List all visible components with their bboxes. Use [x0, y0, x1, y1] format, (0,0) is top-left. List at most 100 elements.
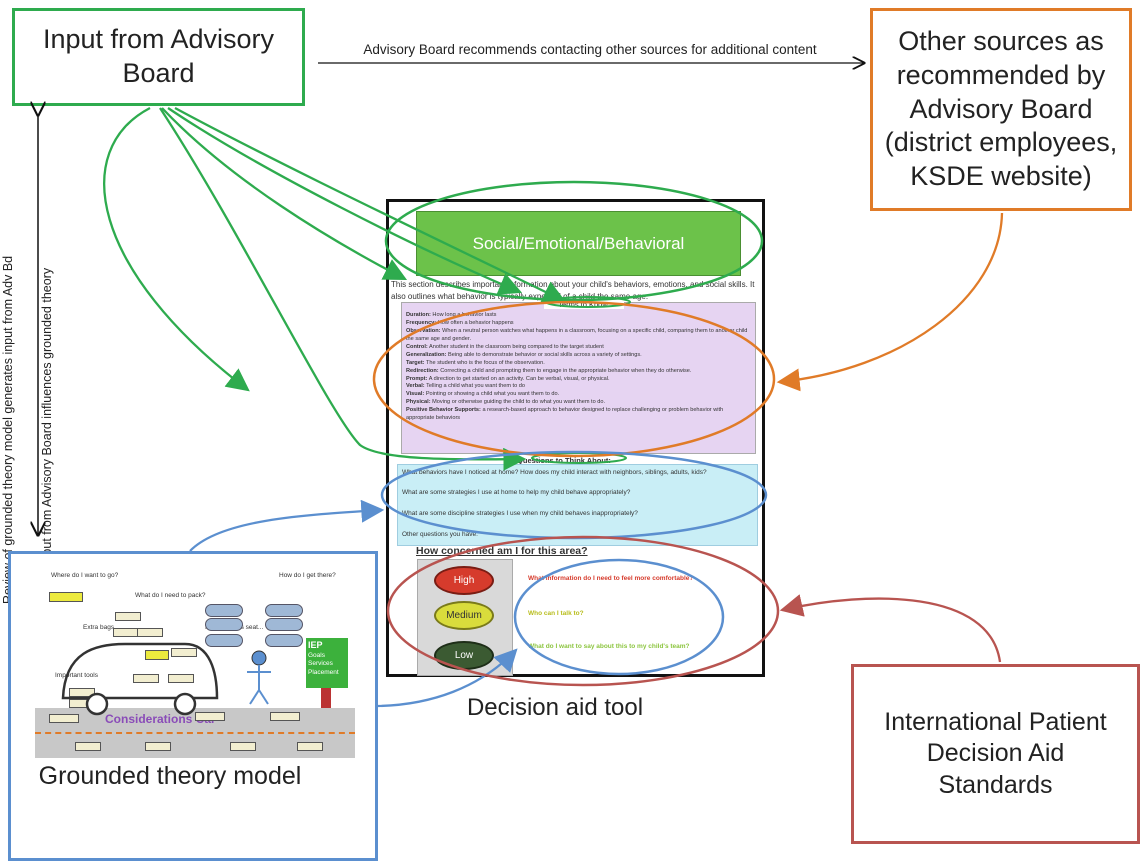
term-definition: The student who is the focus of the obse…: [426, 359, 545, 366]
grounded-theory-picture: Where do I want to go? What do I need to…: [35, 562, 355, 758]
question-item: What behaviors have I noticed at home? H…: [402, 469, 707, 476]
term-item: Control: Another student in the classroo…: [406, 344, 750, 352]
term-item: Redirection: Correcting a child and prom…: [406, 368, 750, 376]
term-name: Visual:: [406, 391, 425, 398]
gt-road-tag: [270, 712, 300, 721]
term-name: Positive Behavior Supports:: [406, 407, 481, 414]
gt-iep-title: IEP: [308, 640, 323, 650]
node-other-sources-label: Other sources as recommended by Advisory…: [884, 26, 1118, 192]
term-definition: When a neutral person watches what happe…: [406, 327, 748, 342]
gt-thought-cloud: [205, 618, 243, 631]
term-definition: Being able to demonstrate behavior or so…: [447, 351, 642, 358]
gt-tag: [133, 674, 159, 683]
term-definition: Pointing or showing a child what you wan…: [425, 391, 560, 398]
gt-what-pack: What do I need to pack?: [135, 592, 206, 599]
term-item: Target: The student who is the focus of …: [406, 360, 750, 368]
term-item: Verbal: Telling a child what you want th…: [406, 383, 750, 391]
term-definition: How often a behavior happens: [437, 319, 514, 326]
gt-tag: [69, 688, 95, 697]
gt-road-tag: [195, 712, 225, 721]
gt-where: Where do I want to go?: [51, 572, 119, 579]
level-medium: Medium: [434, 601, 494, 630]
level-high: High: [434, 566, 494, 595]
gt-road-tag: [230, 742, 256, 751]
gt-yellow-tag: [49, 592, 83, 602]
term-definition: Telling a child what you want them to do: [426, 383, 525, 390]
term-item: Positive Behavior Supports: a research-b…: [406, 407, 750, 423]
term-item: Generalization: Being able to demonstrat…: [406, 352, 750, 360]
term-definition: Another student in the classroom being c…: [429, 343, 604, 350]
question-item: What are some strategies I use at home t…: [402, 489, 631, 496]
gt-tag: [115, 612, 141, 621]
label-decision-aid: Decision aid tool: [466, 694, 644, 721]
term-name: Frequency:: [406, 319, 437, 326]
concern-question-medium: Who can I talk to?: [528, 610, 584, 617]
decision-aid-document: Social/Emotional/Behavioral This section…: [386, 199, 765, 677]
term-item: Prompt: A direction to get started on an…: [406, 376, 750, 384]
gt-how-get: How do I get there?: [279, 572, 336, 579]
term-name: Generalization:: [406, 351, 447, 358]
edge-label-advisory-to-other: Advisory Board recommends contacting oth…: [363, 42, 817, 57]
question-item: Other questions you have:: [402, 531, 478, 538]
gt-thought-cloud: [265, 634, 303, 647]
term-definition: How long a behavior lasts: [432, 312, 497, 318]
arrow-red: [779, 594, 1002, 663]
gt-iep-sign: IEP Goals Services Placement: [306, 638, 348, 688]
gt-important-tools: Important tools: [55, 672, 98, 679]
term-name: Control:: [406, 343, 428, 350]
gt-thought-cloud: [205, 634, 243, 647]
gt-tag: [137, 628, 163, 637]
gt-tag: [171, 648, 197, 657]
question-item: What are some discipline strategies I us…: [402, 510, 638, 517]
term-name: Verbal:: [406, 383, 425, 390]
doc-title: Social/Emotional/Behavioral: [416, 211, 741, 276]
term-name: Redirection:: [406, 367, 439, 374]
gt-thought-cloud: [205, 604, 243, 617]
concern-title: How concerned am I for this area?: [416, 545, 588, 557]
gt-road-tag: [297, 742, 323, 751]
term-item: Duration: How long a behavior lasts: [406, 312, 750, 320]
gt-car-label: Considerations Car: [105, 712, 216, 726]
term-name: Target:: [406, 359, 425, 366]
arrow-green-1: [161, 107, 408, 281]
edge-label-input: Input from Advisory Board influences gro…: [40, 267, 54, 566]
term-name: Prompt:: [406, 375, 428, 382]
questions-box: What behaviors have I noticed at home? H…: [397, 464, 758, 546]
concern-level-panel: High Medium Low: [417, 559, 513, 676]
term-definition: Moving or otherwise guiding the child to…: [432, 399, 606, 406]
concern-question-low: What do I want to say about this to my c…: [528, 643, 690, 650]
arrow-orange: [776, 212, 1004, 392]
term-item: Visual: Pointing or showing a child what…: [406, 391, 750, 399]
node-other-sources: Other sources as recommended by Advisory…: [870, 8, 1132, 211]
term-definition: A direction to get started on an activit…: [428, 375, 610, 382]
terms-box: Terms to Know: Duration: How long a beha…: [401, 300, 756, 454]
gt-tag: [168, 674, 194, 683]
arrow-green-5: [103, 106, 250, 392]
concern-question-high: What information do I need to feel more …: [528, 575, 694, 582]
doc-intro: This section describes important informa…: [391, 280, 755, 301]
gt-iep-items: Goals Services Placement: [308, 651, 339, 676]
gt-extra-bags: Extra bags: [83, 624, 115, 631]
term-name: Observation:: [406, 327, 441, 334]
gt-road-tag: [75, 742, 101, 751]
term-item: Observation: When a neutral person watch…: [406, 328, 750, 344]
gt-road-tag: [145, 742, 171, 751]
term-name: Duration:: [406, 312, 431, 318]
gt-iep-post: [321, 688, 331, 708]
node-advisory-board: Input from Advisory Board: [12, 8, 305, 106]
node-advisory-board-label: Input from Advisory Board: [42, 24, 275, 88]
terms-header: Terms to Know:: [544, 300, 624, 309]
label-grounded-theory: Grounded theory model: [38, 762, 302, 790]
gt-thought-cloud: [265, 618, 303, 631]
term-item: Physical: Moving or otherwise guiding th…: [406, 399, 750, 407]
term-item: Frequency: How often a behavior happens: [406, 320, 750, 328]
road-centerline: [35, 732, 355, 734]
term-definition: Correcting a child and prompting them to…: [440, 367, 692, 374]
arrow-blue-1: [189, 499, 385, 552]
node-ipdas-label: International Patient Decision Aid Stand…: [884, 708, 1107, 799]
gt-thought-cloud: [265, 604, 303, 617]
level-low: Low: [434, 641, 494, 670]
node-ipdas: International Patient Decision Aid Stand…: [851, 664, 1140, 844]
gt-yellow-tag: [145, 650, 169, 660]
